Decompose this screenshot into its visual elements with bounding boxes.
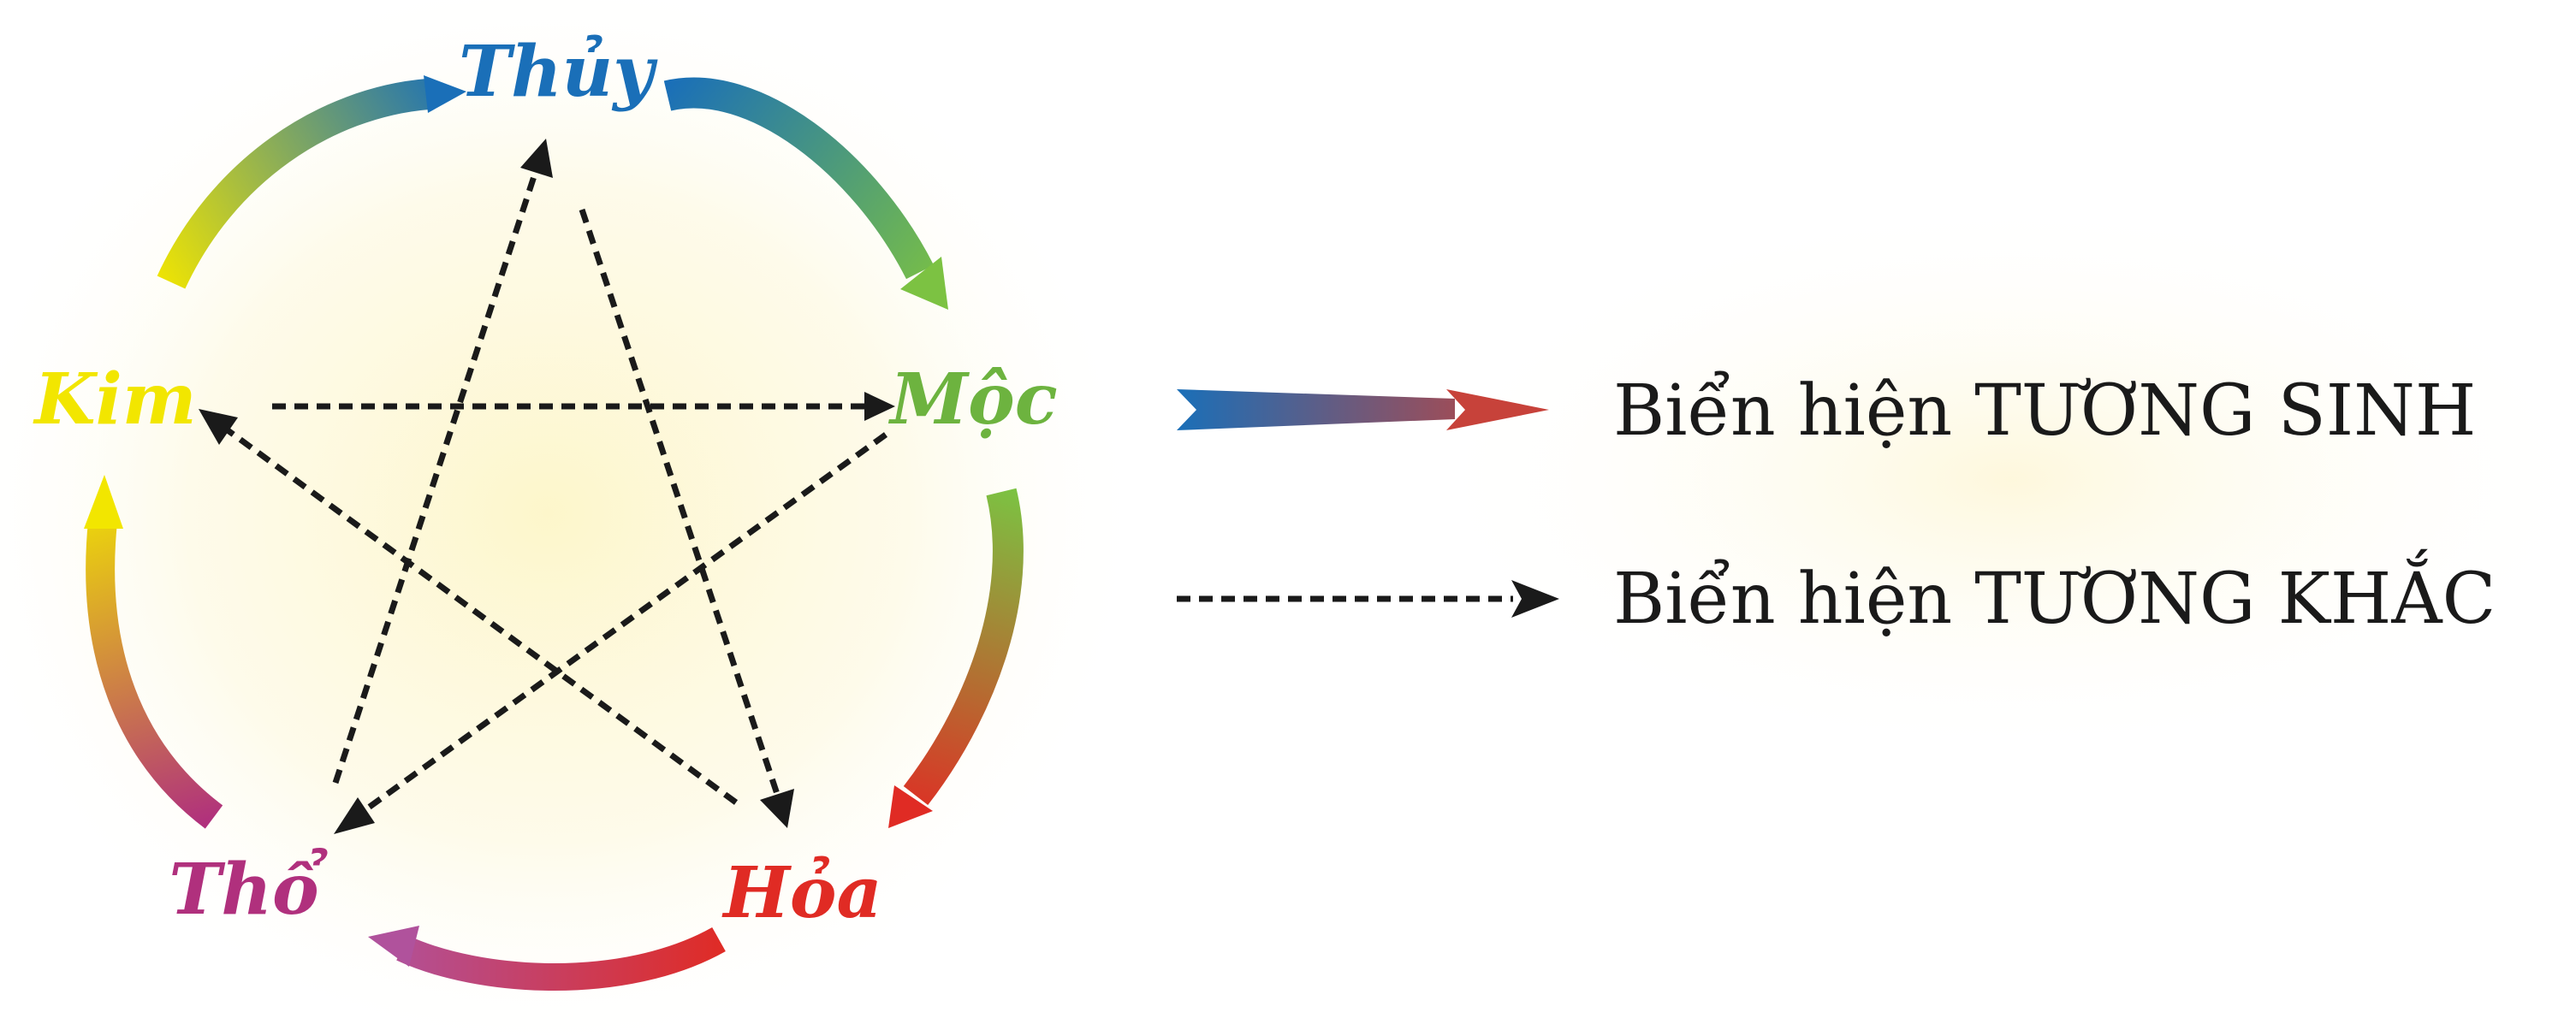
arrow-kim-to-thuy — [157, 75, 466, 289]
legend-glow — [1412, 197, 2576, 761]
arrow-moc-to-tho — [334, 432, 888, 834]
arrow-thuy-to-moc — [663, 77, 948, 310]
element-labels: Thủy Mộc Hỏa Thổ Kim — [33, 31, 1057, 934]
legend-generating-label: Biển hiện TƯƠNG SINH — [1613, 370, 2476, 452]
label-moc: Mộc — [887, 358, 1057, 441]
arrow-kim-to-moc — [272, 392, 895, 421]
arrow-thuy-to-hoa — [579, 208, 794, 828]
arrow-moc-to-hoa — [888, 488, 1024, 828]
legend-generating-arrow — [1177, 389, 1549, 430]
label-thuy: Thủy — [459, 31, 658, 113]
label-tho: Thổ — [169, 848, 328, 931]
label-hoa: Hỏa — [721, 852, 881, 934]
legend: Biển hiện TƯƠNG SINH Biển hiện TƯƠNG KHẮ… — [1177, 370, 2496, 640]
legend-overcoming-label: Biển hiện TƯƠNG KHẮC — [1613, 549, 2496, 640]
arrow-tho-to-thuy — [332, 139, 553, 784]
background-glow — [0, 0, 1147, 1036]
label-kim: Kim — [33, 358, 196, 441]
generating-cycle-arrows — [84, 75, 1024, 991]
arrow-tho-to-kim — [84, 475, 223, 829]
overcoming-cycle-arrows — [199, 139, 895, 834]
arrow-hoa-to-tho — [368, 926, 726, 991]
legend-overcoming-arrow — [1177, 580, 1559, 618]
arrow-hoa-to-kim — [199, 409, 739, 805]
